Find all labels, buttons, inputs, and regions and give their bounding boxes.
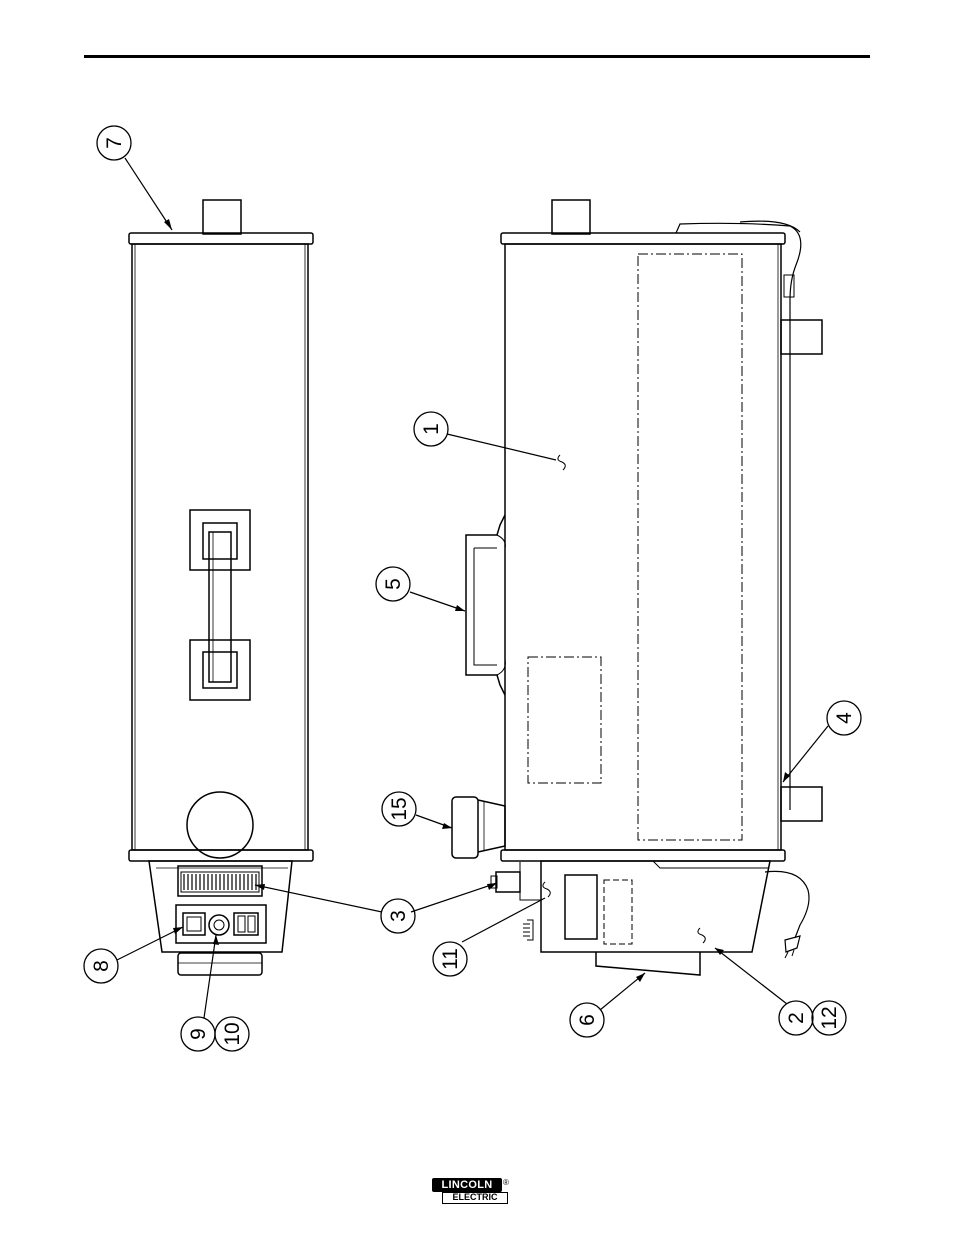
callout-11: 11 xyxy=(439,948,462,970)
callout-4: 4 xyxy=(833,712,856,724)
callout-3: 3 xyxy=(387,910,410,922)
foot-top xyxy=(781,320,822,354)
side-knob xyxy=(452,797,505,858)
foot-bottom xyxy=(781,787,822,821)
side-handle xyxy=(466,515,505,695)
indicator-light xyxy=(209,915,229,935)
callout-6: 6 xyxy=(576,1014,599,1026)
handle-top-view xyxy=(190,510,250,700)
lincoln-electric-logo: LINCOLN ELECTRIC ® xyxy=(432,1178,512,1206)
callout-8: 8 xyxy=(90,960,113,972)
callout-1: 1 xyxy=(420,423,443,435)
callout-15: 15 xyxy=(388,797,411,820)
logo-top-text: LINCOLN xyxy=(432,1178,502,1192)
callout-9: 9 xyxy=(187,1028,210,1040)
callout-2: 2 xyxy=(785,1012,808,1024)
callout-7: 7 xyxy=(103,137,126,149)
callout-5: 5 xyxy=(382,578,405,590)
callout-10: 10 xyxy=(221,1022,244,1045)
registered-mark: ® xyxy=(503,1178,509,1187)
callout-12: 12 xyxy=(818,1006,841,1029)
side-view xyxy=(452,200,822,975)
callout-labels: 7 1 5 15 4 3 11 8 9 10 6 2 12 xyxy=(90,137,856,1046)
front-view xyxy=(129,200,313,975)
logo-bottom-text: ELECTRIC xyxy=(442,1192,508,1204)
knob-circle xyxy=(187,792,253,858)
fan-grille xyxy=(178,866,262,896)
power-switch xyxy=(183,913,205,935)
